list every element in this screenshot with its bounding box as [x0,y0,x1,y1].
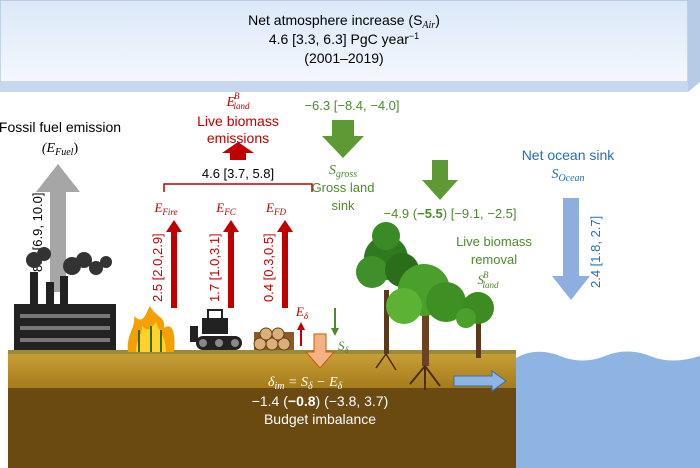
gross-sink-arrow [322,120,364,158]
biomass-removal-label-2: removal [471,252,517,267]
ground [8,350,700,468]
biomass-emissions-arrow [222,142,254,160]
fossil-arrow [36,164,80,292]
atmosphere-period: (2001–2019) [304,50,383,66]
trees-icon [356,222,494,390]
biomass-emissions-label-2: emissions [207,130,269,146]
fire-symbol: EFire [153,200,177,217]
gross-sink-label-1: Gross land [312,180,375,195]
s-delta-symbol: Sδ [338,338,350,355]
gross-sink-label-2: sink [331,198,355,213]
biomass-removal-label-1: Live biomass [456,234,532,249]
atmosphere-value: 4.6 [3.3, 6.3] PgC year−1 [269,31,419,47]
biomass-emissions-label-1: Live biomass [197,113,279,129]
fc-value: 1.7 [1.0,3.1] [207,233,222,302]
logs-icon [253,327,294,351]
imbalance-arrow [304,333,336,369]
factory-icon [14,247,116,350]
ocean-symbol: SOcean [551,167,584,184]
ocean-arrow [552,198,590,300]
fd-arrow [277,220,293,308]
imbalance-value: −1.4 (−0.8) (−3.8, 3.7) [252,393,389,409]
s-delta-arrow [331,308,339,336]
imbalance-equation: δim = Sδ − Eδ [268,375,343,392]
biomass-removal-value: −4.9 (−5.5) [−9.1, −2.5] [384,206,517,221]
ocean-label: Net ocean sink [522,147,616,163]
soil-to-ocean-arrow [453,370,507,392]
biomass-removal-arrow [422,160,458,200]
biomass-emissions-bracket [163,183,313,192]
fire-icon [127,306,175,352]
e-delta-symbol: Eδ [295,304,309,321]
e-delta-arrow [297,322,305,346]
fd-symbol: EFD [265,200,286,217]
imbalance-label: Budget imbalance [264,411,376,427]
fc-symbol: EFC [215,200,236,217]
atmosphere-box [0,0,700,92]
gross-sink-symbol: Sgross [329,163,357,180]
fire-value: 2.5 [2.0,2.9] [150,233,165,302]
bulldozer-icon [190,309,242,350]
gross-sink-value: −6.3 [−8.4, −4.0] [304,98,399,113]
fossil-symbol: (EFuel) [42,141,79,158]
fd-value: 0.4 [0.3,0.5] [261,233,276,302]
fc-arrow [223,220,239,308]
atmosphere-title: Net atmosphere increase (SAir) [248,12,440,31]
fossil-title: Fossil fuel emission [0,119,121,135]
biomass-emissions-value: 4.6 [3.7, 5.8] [202,166,274,181]
ocean-value: 2.4 [1.8, 2.7] [588,216,603,288]
fire-arrow [166,220,182,308]
